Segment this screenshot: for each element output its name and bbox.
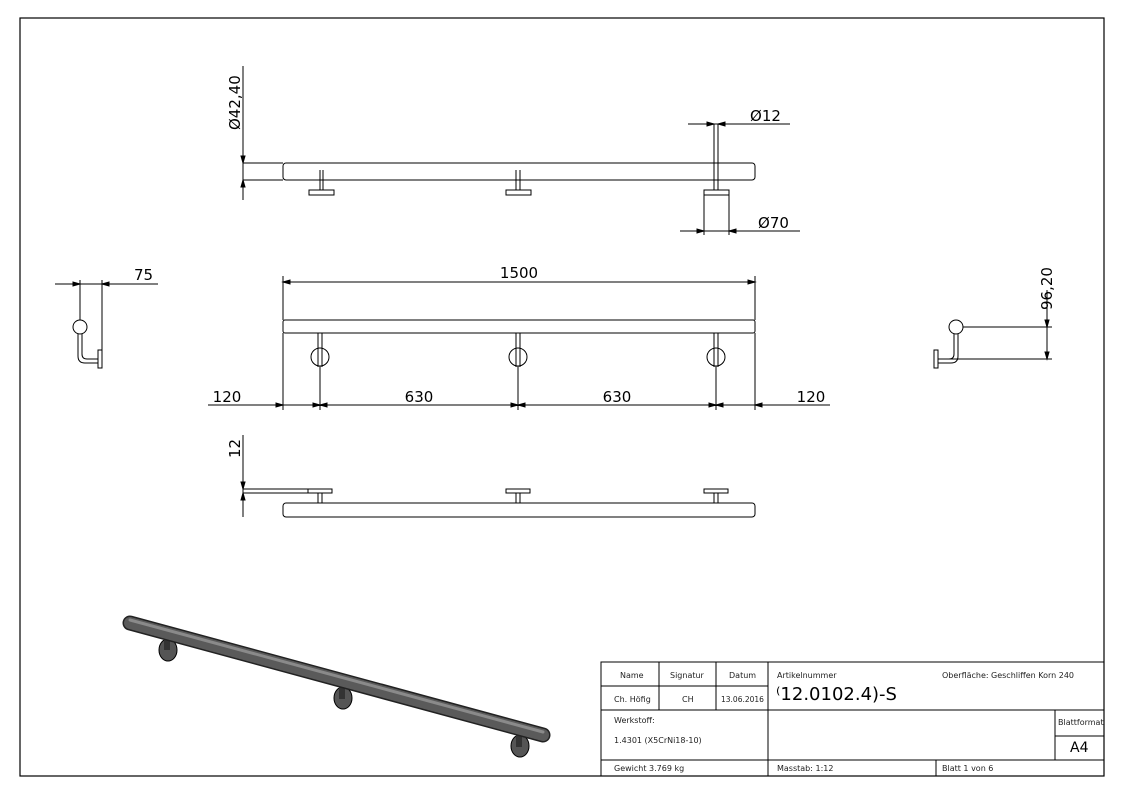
blatt-number: Blatt 1 von 6: [942, 764, 994, 773]
dim-label-end-left: 120: [213, 388, 242, 406]
werkstoff-label: Werkstoff:: [614, 716, 655, 725]
drawing-line: [164, 636, 170, 650]
left-side-view: [55, 280, 158, 369]
drawing-line: [505, 488, 531, 494]
dim-flange-diameter: [680, 195, 800, 235]
drawing-line: [696, 228, 737, 234]
drawing-line: [703, 488, 729, 494]
dim-label-span-1: 630: [405, 388, 434, 406]
drawing-line: [706, 347, 726, 367]
drawing-line: [240, 481, 246, 501]
drawing-line: [128, 618, 545, 734]
dim-label-tube-diameter: Ø42,40: [226, 75, 244, 130]
drawing-line: [516, 733, 522, 747]
signatur-label: Signatur: [670, 671, 704, 680]
dim-flange-thickness: [240, 435, 308, 517]
gewicht: Gewicht 3.769 kg: [614, 764, 685, 773]
dim-label-end-right: 120: [797, 388, 826, 406]
oberflaeche-value: Geschliffen Korn 240: [991, 671, 1075, 680]
tube-top-view: [282, 162, 756, 181]
drawing-line: [508, 347, 528, 367]
name-label: Name: [620, 671, 644, 680]
drawing-line: 12: [762, 107, 781, 125]
artikelnummer-label: Artikelnummer: [777, 671, 837, 680]
dim-label-flange-diameter: Ø70: [758, 214, 789, 232]
bottom-view: 12: [226, 435, 756, 518]
support-brackets-front: [310, 333, 726, 367]
title-block-grid: [600, 661, 1105, 777]
datum-label: Datum: [729, 671, 757, 680]
drawing-line: [275, 402, 763, 408]
dim-label-side-height: 96,20: [1038, 267, 1056, 310]
sheet-border: [19, 17, 1105, 777]
front-view: 1500 120 630 630 120: [208, 264, 830, 410]
drawing-line: Ø: [226, 118, 244, 130]
right-side-view: [933, 290, 1052, 369]
drawing-line: [505, 189, 532, 196]
drawing-line: Ø: [758, 214, 770, 232]
drawing-line: Ø: [750, 107, 762, 125]
drawing-line: [72, 281, 110, 287]
blattformat-label: Blattformat: [1058, 718, 1104, 727]
dim-label-span-2: 630: [603, 388, 632, 406]
tube-front-view: [282, 319, 756, 334]
dim-tube-diameter: [240, 66, 283, 200]
drawing-line: [308, 189, 335, 196]
drawing-line: [97, 349, 103, 369]
artikelnummer-value: ⁽12.0102.4)-S: [776, 684, 897, 705]
dim-label-overall-length: 1500: [500, 264, 538, 282]
tube-bottom-view: [282, 502, 756, 518]
drawing-line: 42,40: [226, 75, 244, 118]
drawing-line: [77, 334, 98, 364]
drawing-line: [933, 349, 939, 369]
drawing-line: 70: [770, 214, 789, 232]
iso-tube: [124, 617, 549, 741]
isometric-view: [122, 615, 551, 758]
dim-label-post-diameter: Ø12: [750, 107, 781, 125]
oberflaeche-label: Oberfläche:: [942, 671, 989, 680]
drawing-line: [706, 121, 726, 127]
drawing-line: [948, 319, 964, 335]
dim-spacing-chain: [208, 333, 830, 410]
name-value: Ch. Höfig: [614, 695, 651, 704]
iso-bracket-2: [333, 685, 353, 710]
drawing-line: [307, 488, 333, 494]
werkstoff-value: 1.4301 (X5CrNi18-10): [614, 736, 702, 745]
support-brackets-top: [308, 124, 730, 196]
drawing-line: [310, 347, 330, 367]
top-view: Ø42,40 Ø12 Ø70: [226, 66, 800, 235]
drawing-line: [600, 661, 1105, 777]
blattformat-value: A4: [1070, 740, 1089, 756]
datum-value: 13.06.2016: [721, 695, 764, 704]
support-brackets-bottom: [307, 488, 729, 503]
dim-label-side-offset: 75: [134, 266, 153, 284]
dim-overall-length: [281, 276, 757, 320]
drawing-line: [1044, 319, 1050, 361]
massstab: Masstab: 1:12: [777, 764, 834, 773]
drawing-line: [339, 685, 345, 699]
drawing-line: [72, 319, 88, 335]
dim-label-flange-thickness: 12: [226, 439, 244, 458]
drawing-line: [703, 189, 730, 196]
drawing-line: [240, 155, 246, 188]
signatur-value: CH: [682, 695, 694, 704]
dim-post-diameter: [688, 121, 790, 127]
drawing-line: [281, 279, 757, 285]
